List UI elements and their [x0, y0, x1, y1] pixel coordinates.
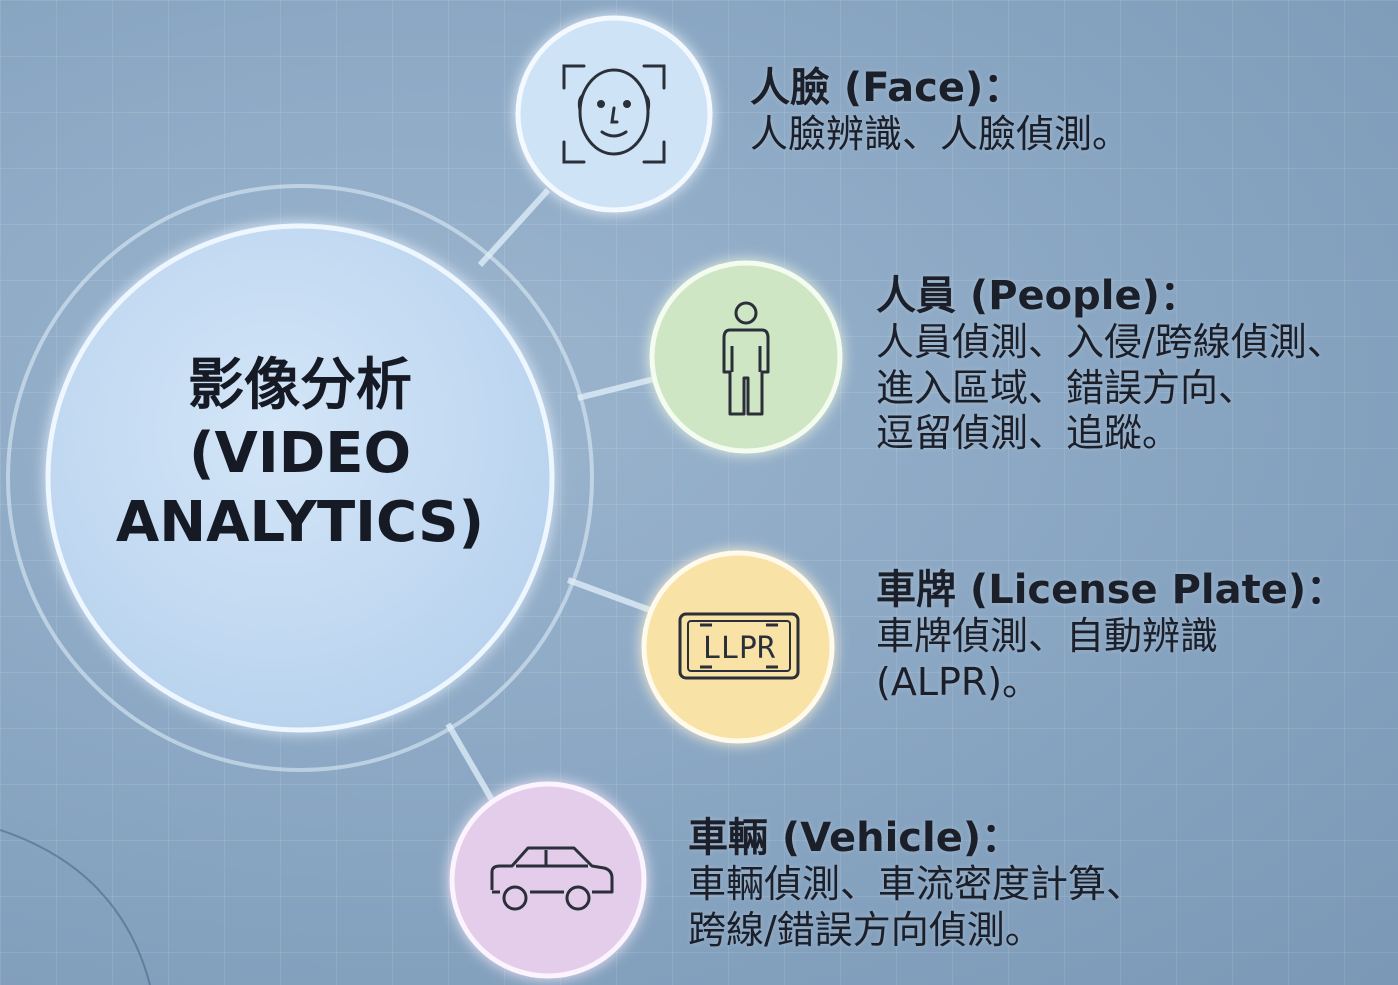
label-face-title: 人臉 (Face)： — [750, 65, 1024, 111]
person-icon — [722, 301, 770, 416]
connector-vehicle — [445, 722, 495, 802]
node-vehicle — [449, 781, 647, 979]
license-plate-icon: LLPR — [678, 612, 800, 680]
connectors — [445, 187, 659, 802]
background-arc — [0, 829, 151, 985]
hub-node — [6, 184, 594, 772]
connector-people — [577, 375, 659, 401]
connector-license-plate — [566, 577, 652, 613]
label-vehicle: 車輛 (Vehicle)： 車輛偵測、車流密度計算、 跨線/錯誤方向偵測。 — [688, 814, 1144, 953]
label-people-line-2: 進入區域、錯誤方向、 — [876, 365, 1257, 410]
hub-title-line-2: (VIDEO — [188, 421, 412, 487]
face-scan-icon — [562, 64, 666, 164]
hub-title-line-3: ANALYTICS) — [115, 489, 485, 555]
label-license-plate-title: 車牌 (License Plate)： — [876, 567, 1347, 613]
label-license-plate: 車牌 (License Plate)： 車牌偵測、自動辨識 (ALPR)。 — [876, 566, 1346, 705]
hub-title-line-1: 影像分析 — [188, 353, 412, 418]
node-face — [515, 15, 713, 213]
label-vehicle-line-2: 跨線/錯誤方向偵測。 — [688, 907, 1043, 952]
label-license-plate-line-1: 車牌偵測、自動辨識 — [876, 614, 1219, 658]
hub-title: 影像分析 (VIDEO ANALYTICS) — [80, 352, 520, 557]
license-plate-icon-text: LLPR — [703, 631, 776, 666]
label-face-line-1: 人臉辨識、人臉偵測。 — [750, 112, 1131, 156]
label-people-line-1: 人員偵測、入侵/跨線偵測、 — [876, 320, 1345, 364]
connector-face — [477, 187, 551, 268]
label-vehicle-line-1: 車輛偵測、車流密度計算、 — [688, 862, 1145, 906]
node-people — [649, 260, 843, 454]
label-people: 人員 (People)： 人員偵測、入侵/跨線偵測、 進入區域、錯誤方向、 逗留… — [876, 272, 1345, 457]
node-license-plate: LLPR — [641, 550, 835, 744]
label-license-plate-line-2: (ALPR)。 — [876, 659, 1041, 704]
label-vehicle-title: 車輛 (Vehicle)： — [688, 815, 1022, 861]
label-people-line-3: 逗留偵測、追蹤。 — [876, 411, 1181, 456]
car-icon — [490, 846, 614, 911]
label-face: 人臉 (Face)： 人臉辨識、人臉偵測。 — [750, 64, 1130, 158]
label-people-title: 人員 (People)： — [876, 273, 1200, 319]
